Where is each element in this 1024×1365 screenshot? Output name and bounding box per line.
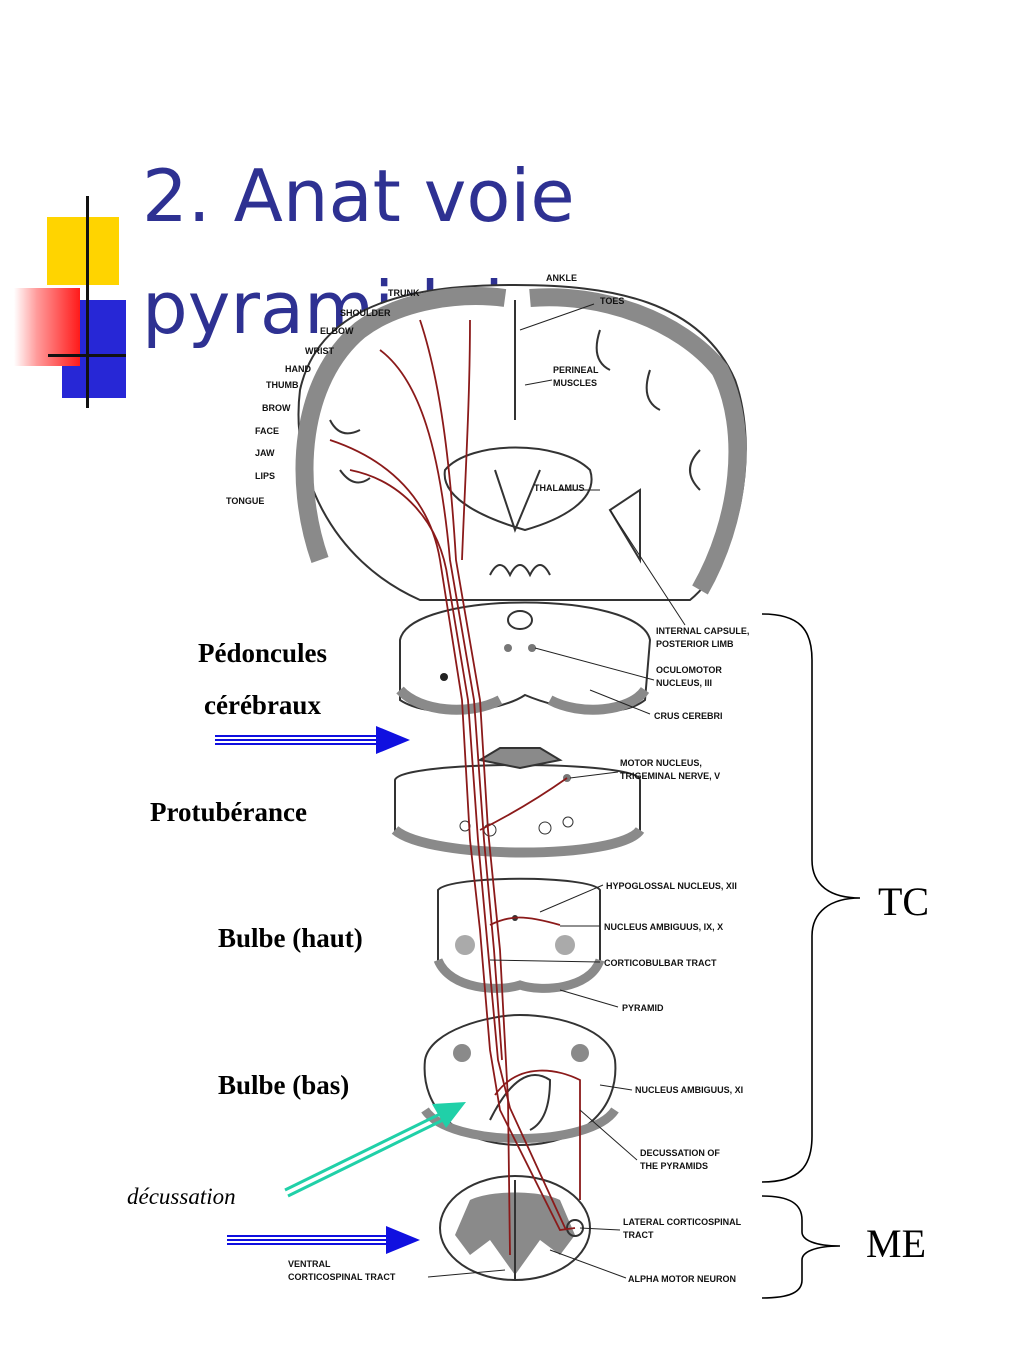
- label-decussation-2: THE PYRAMIDS: [640, 1161, 708, 1171]
- label-lips: LIPS: [255, 471, 275, 481]
- label-protuberance: Protubérance: [150, 797, 307, 827]
- label-perineal-2: MUSCLES: [553, 378, 597, 388]
- corticospinal-tracts: [329, 319, 581, 1256]
- label-pedoncules-line1: Pédoncules: [198, 638, 328, 668]
- leader-lines: [427, 303, 686, 1279]
- label-tongue: TONGUE: [226, 496, 264, 506]
- pons-section: [391, 747, 645, 858]
- label-oculomotor-2: NUCLEUS, III: [656, 678, 712, 688]
- lower-medulla-section: [421, 1013, 619, 1147]
- label-internal-capsule-2: POSTERIOR LIMB: [656, 639, 734, 649]
- label-pedoncules-line2: cérébraux: [204, 690, 321, 720]
- midbrain-section: [396, 601, 652, 715]
- arrow-spinal-cord: [227, 1226, 420, 1254]
- label-pyramid: PYRAMID: [622, 1003, 664, 1013]
- label-corticobulbar: CORTICOBULBAR TRACT: [604, 958, 717, 968]
- label-internal-capsule-1: INTERNAL CAPSULE,: [656, 626, 749, 636]
- label-motor-nucleus-2: TRIGEMINAL NERVE, V: [620, 771, 720, 781]
- brace-label-tc: TC: [878, 879, 930, 924]
- label-perineal-1: PERINEAL: [553, 365, 599, 375]
- label-ambiguus-2: NUCLEUS AMBIGUUS, XI: [635, 1085, 743, 1095]
- label-lateral-1: LATERAL CORTICOSPINAL: [623, 1217, 742, 1227]
- deco-yellow-square: [47, 217, 119, 285]
- label-elbow: ELBOW: [320, 326, 354, 336]
- deco-vertical-line: [86, 196, 89, 408]
- label-decussation: décussation: [127, 1184, 236, 1209]
- slide-title: 2. Anat voie pyramidale: [142, 154, 575, 350]
- figure-label-group: TRUNK ANKLE TOES SHOULDER ELBOW WRIST HA…: [226, 273, 749, 1284]
- spinal-cord-section: [439, 1175, 591, 1281]
- label-ventral-1: VENTRAL: [288, 1259, 331, 1269]
- label-trunk: TRUNK: [388, 288, 420, 298]
- label-brow: BROW: [262, 403, 291, 413]
- label-ankle: ANKLE: [546, 273, 577, 283]
- label-thalamus: THALAMUS: [534, 483, 585, 493]
- label-motor-nucleus-1: MOTOR NUCLEUS,: [620, 758, 702, 768]
- label-shoulder: SHOULDER: [340, 308, 391, 318]
- arrow-pedoncules: [215, 726, 410, 754]
- label-thumb: THUMB: [266, 380, 299, 390]
- brain-coronal-section: [295, 283, 747, 601]
- arrow-decussation: [284, 1102, 466, 1198]
- deco-horizontal-line: [48, 354, 126, 357]
- label-jaw: JAW: [255, 448, 275, 458]
- brace-label-me: ME: [866, 1221, 926, 1266]
- label-hand: HAND: [285, 364, 311, 374]
- upper-medulla-section: [433, 877, 605, 993]
- label-crus: CRUS CEREBRI: [654, 711, 723, 721]
- label-face: FACE: [255, 426, 279, 436]
- label-bulbe-bas: Bulbe (bas): [218, 1070, 350, 1100]
- brace-me: [761, 1195, 841, 1299]
- label-wrist: WRIST: [305, 346, 334, 356]
- label-bulbe-haut: Bulbe (haut): [218, 923, 363, 953]
- label-decussation-1: DECUSSATION OF: [640, 1148, 720, 1158]
- label-ambiguus-1: NUCLEUS AMBIGUUS, IX, X: [604, 922, 723, 932]
- label-oculomotor-1: OCULOMOTOR: [656, 665, 722, 675]
- label-alpha: ALPHA MOTOR NEURON: [628, 1274, 736, 1284]
- deco-red-square: [14, 288, 80, 366]
- label-ventral-2: CORTICOSPINAL TRACT: [288, 1272, 396, 1282]
- label-hypoglossal: HYPOGLOSSAL NUCLEUS, XII: [606, 881, 737, 891]
- brace-tc: [761, 613, 861, 1183]
- label-toes: TOES: [600, 296, 624, 306]
- label-lateral-2: TRACT: [623, 1230, 654, 1240]
